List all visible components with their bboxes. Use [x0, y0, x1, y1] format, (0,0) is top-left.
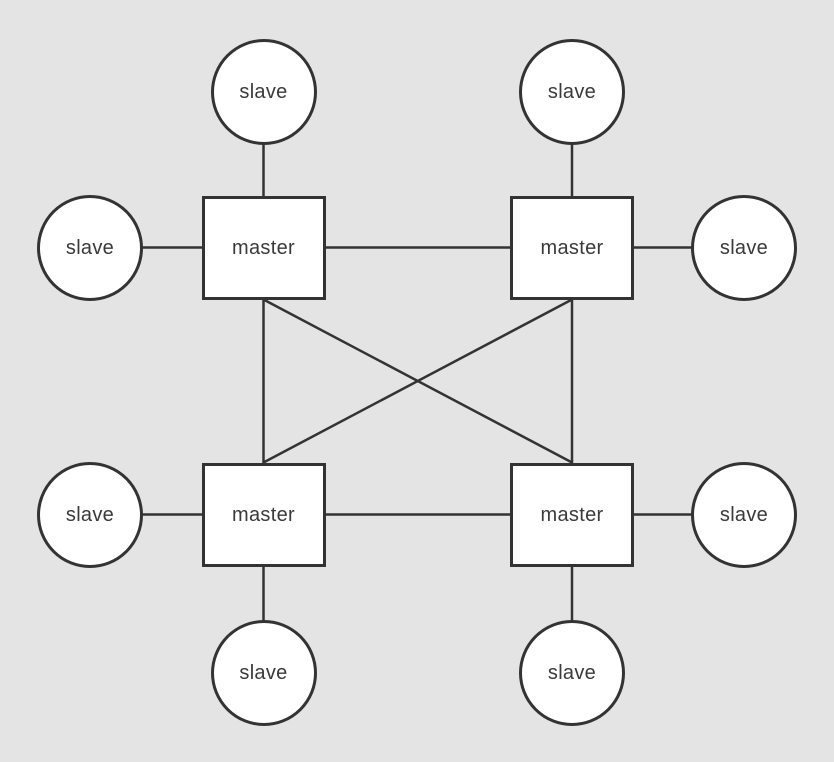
slave-bottom-right-node: slave [519, 620, 625, 726]
slave-right-top-node: slave [691, 194, 797, 301]
slave-right-top-label: slave [719, 236, 769, 259]
slave-top-left-label: slave [239, 81, 288, 103]
master-top-left-node: master [201, 195, 326, 300]
master-top-right-label: master [540, 236, 604, 259]
slave-bottom-right-label: slave [547, 662, 597, 684]
master-top-left-label: master [232, 236, 295, 259]
slave-left-top-node: slave [37, 194, 143, 301]
slave-right-bottom-node: slave [691, 461, 797, 568]
master-bottom-right-label: master [540, 503, 604, 526]
edge-master-top-right--master-bottom-left [262, 298, 573, 464]
slave-top-right-node: slave [519, 39, 625, 145]
master-bottom-left-label: master [232, 503, 295, 526]
slave-left-bottom-label: slave [65, 503, 115, 526]
master-bottom-left-node: master [201, 462, 326, 567]
slave-right-bottom-label: slave [719, 503, 769, 526]
slave-left-bottom-node: slave [37, 461, 143, 568]
slave-bottom-left-node: slave [210, 620, 317, 726]
slave-top-left-node: slave [210, 39, 317, 145]
master-bottom-right-node: master [510, 462, 634, 567]
slave-bottom-left-label: slave [239, 662, 288, 684]
slave-top-right-label: slave [547, 81, 597, 103]
master-top-right-node: master [510, 195, 634, 300]
slave-left-top-label: slave [65, 236, 115, 259]
